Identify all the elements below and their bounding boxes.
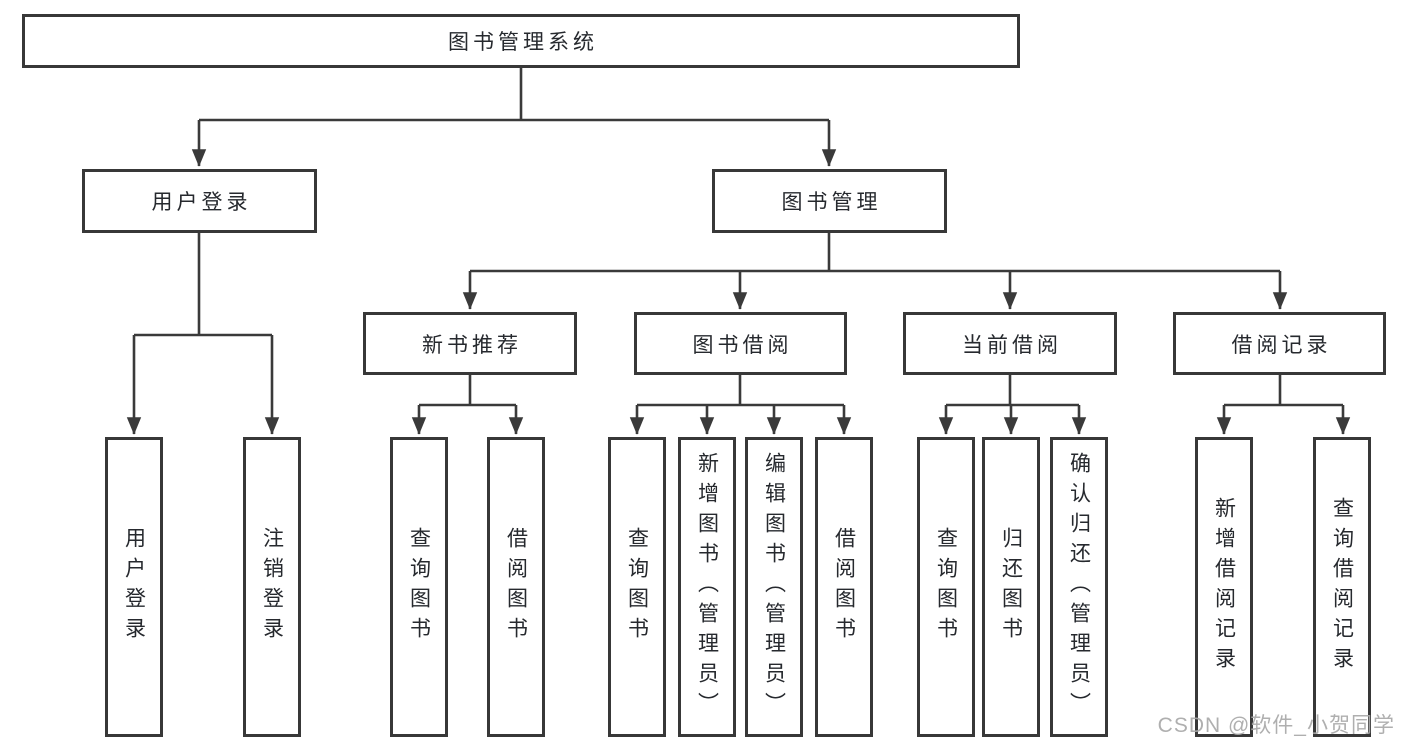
leaf-query-book: 查询图书 <box>608 437 666 737</box>
node-book-management: 图书管理 <box>712 169 947 233</box>
leaf-user-login: 用户登录 <box>105 437 163 737</box>
connector-new-book-rec-children <box>411 375 524 435</box>
node-label: 图书借阅 <box>692 333 793 357</box>
node-label: 新增借阅记录 <box>1212 497 1236 677</box>
connector-current-borrow-children <box>938 375 1087 435</box>
node-label: 图书管理 <box>781 191 882 214</box>
leaf-query-book: 查询图书 <box>917 437 975 737</box>
node-label: 确认归还（管理员） <box>1067 452 1091 722</box>
leaf-borrow-book: 借阅图书 <box>487 437 545 737</box>
node-label: 查询图书 <box>625 527 649 647</box>
node-label: 注销登录 <box>260 527 284 647</box>
connector-user-login-children <box>126 233 280 435</box>
connector-book-borrow-children <box>629 375 852 435</box>
node-new-book-recommend: 新书推荐 <box>363 312 577 375</box>
leaf-borrow-book: 借阅图书 <box>815 437 873 737</box>
leaf-add-borrow-record: 新增借阅记录 <box>1195 437 1253 737</box>
leaf-logout: 注销登录 <box>243 437 301 737</box>
node-borrow-records: 借阅记录 <box>1173 312 1386 375</box>
leaf-return-book: 归还图书 <box>982 437 1040 737</box>
node-label: 借阅图书 <box>504 527 528 647</box>
node-label: 新增图书（管理员） <box>695 452 719 722</box>
node-label: 借阅记录 <box>1231 333 1332 357</box>
node-label: 图书管理系统 <box>448 31 598 54</box>
connector-root-to-level2 <box>191 68 837 167</box>
node-label: 编辑图书（管理员） <box>762 452 786 722</box>
csdn-watermark: CSDN @软件_小贺同学 <box>1157 714 1395 737</box>
node-label: 查询图书 <box>934 527 958 647</box>
node-current-borrow: 当前借阅 <box>903 312 1117 375</box>
leaf-query-book: 查询图书 <box>390 437 448 737</box>
node-label: 新书推荐 <box>422 333 522 357</box>
node-user-login: 用户登录 <box>82 169 317 233</box>
node-label: 查询图书 <box>407 527 431 647</box>
leaf-confirm-return-admin: 确认归还（管理员） <box>1050 437 1108 737</box>
node-label: 查询借阅记录 <box>1330 497 1354 677</box>
node-label: 用户登录 <box>122 527 146 647</box>
leaf-query-borrow-record: 查询借阅记录 <box>1313 437 1371 737</box>
node-book-borrow: 图书借阅 <box>634 312 847 375</box>
leaf-edit-book-admin: 编辑图书（管理员） <box>745 437 803 737</box>
connector-book-mgmt-children <box>462 233 1288 310</box>
connector-borrow-records-children <box>1216 375 1351 435</box>
node-label: 借阅图书 <box>832 527 856 647</box>
leaf-add-book-admin: 新增图书（管理员） <box>678 437 736 737</box>
node-label: 归还图书 <box>999 527 1023 647</box>
node-label: 当前借阅 <box>962 333 1062 357</box>
node-label: 用户登录 <box>151 191 252 214</box>
node-root-system: 图书管理系统 <box>22 14 1020 68</box>
